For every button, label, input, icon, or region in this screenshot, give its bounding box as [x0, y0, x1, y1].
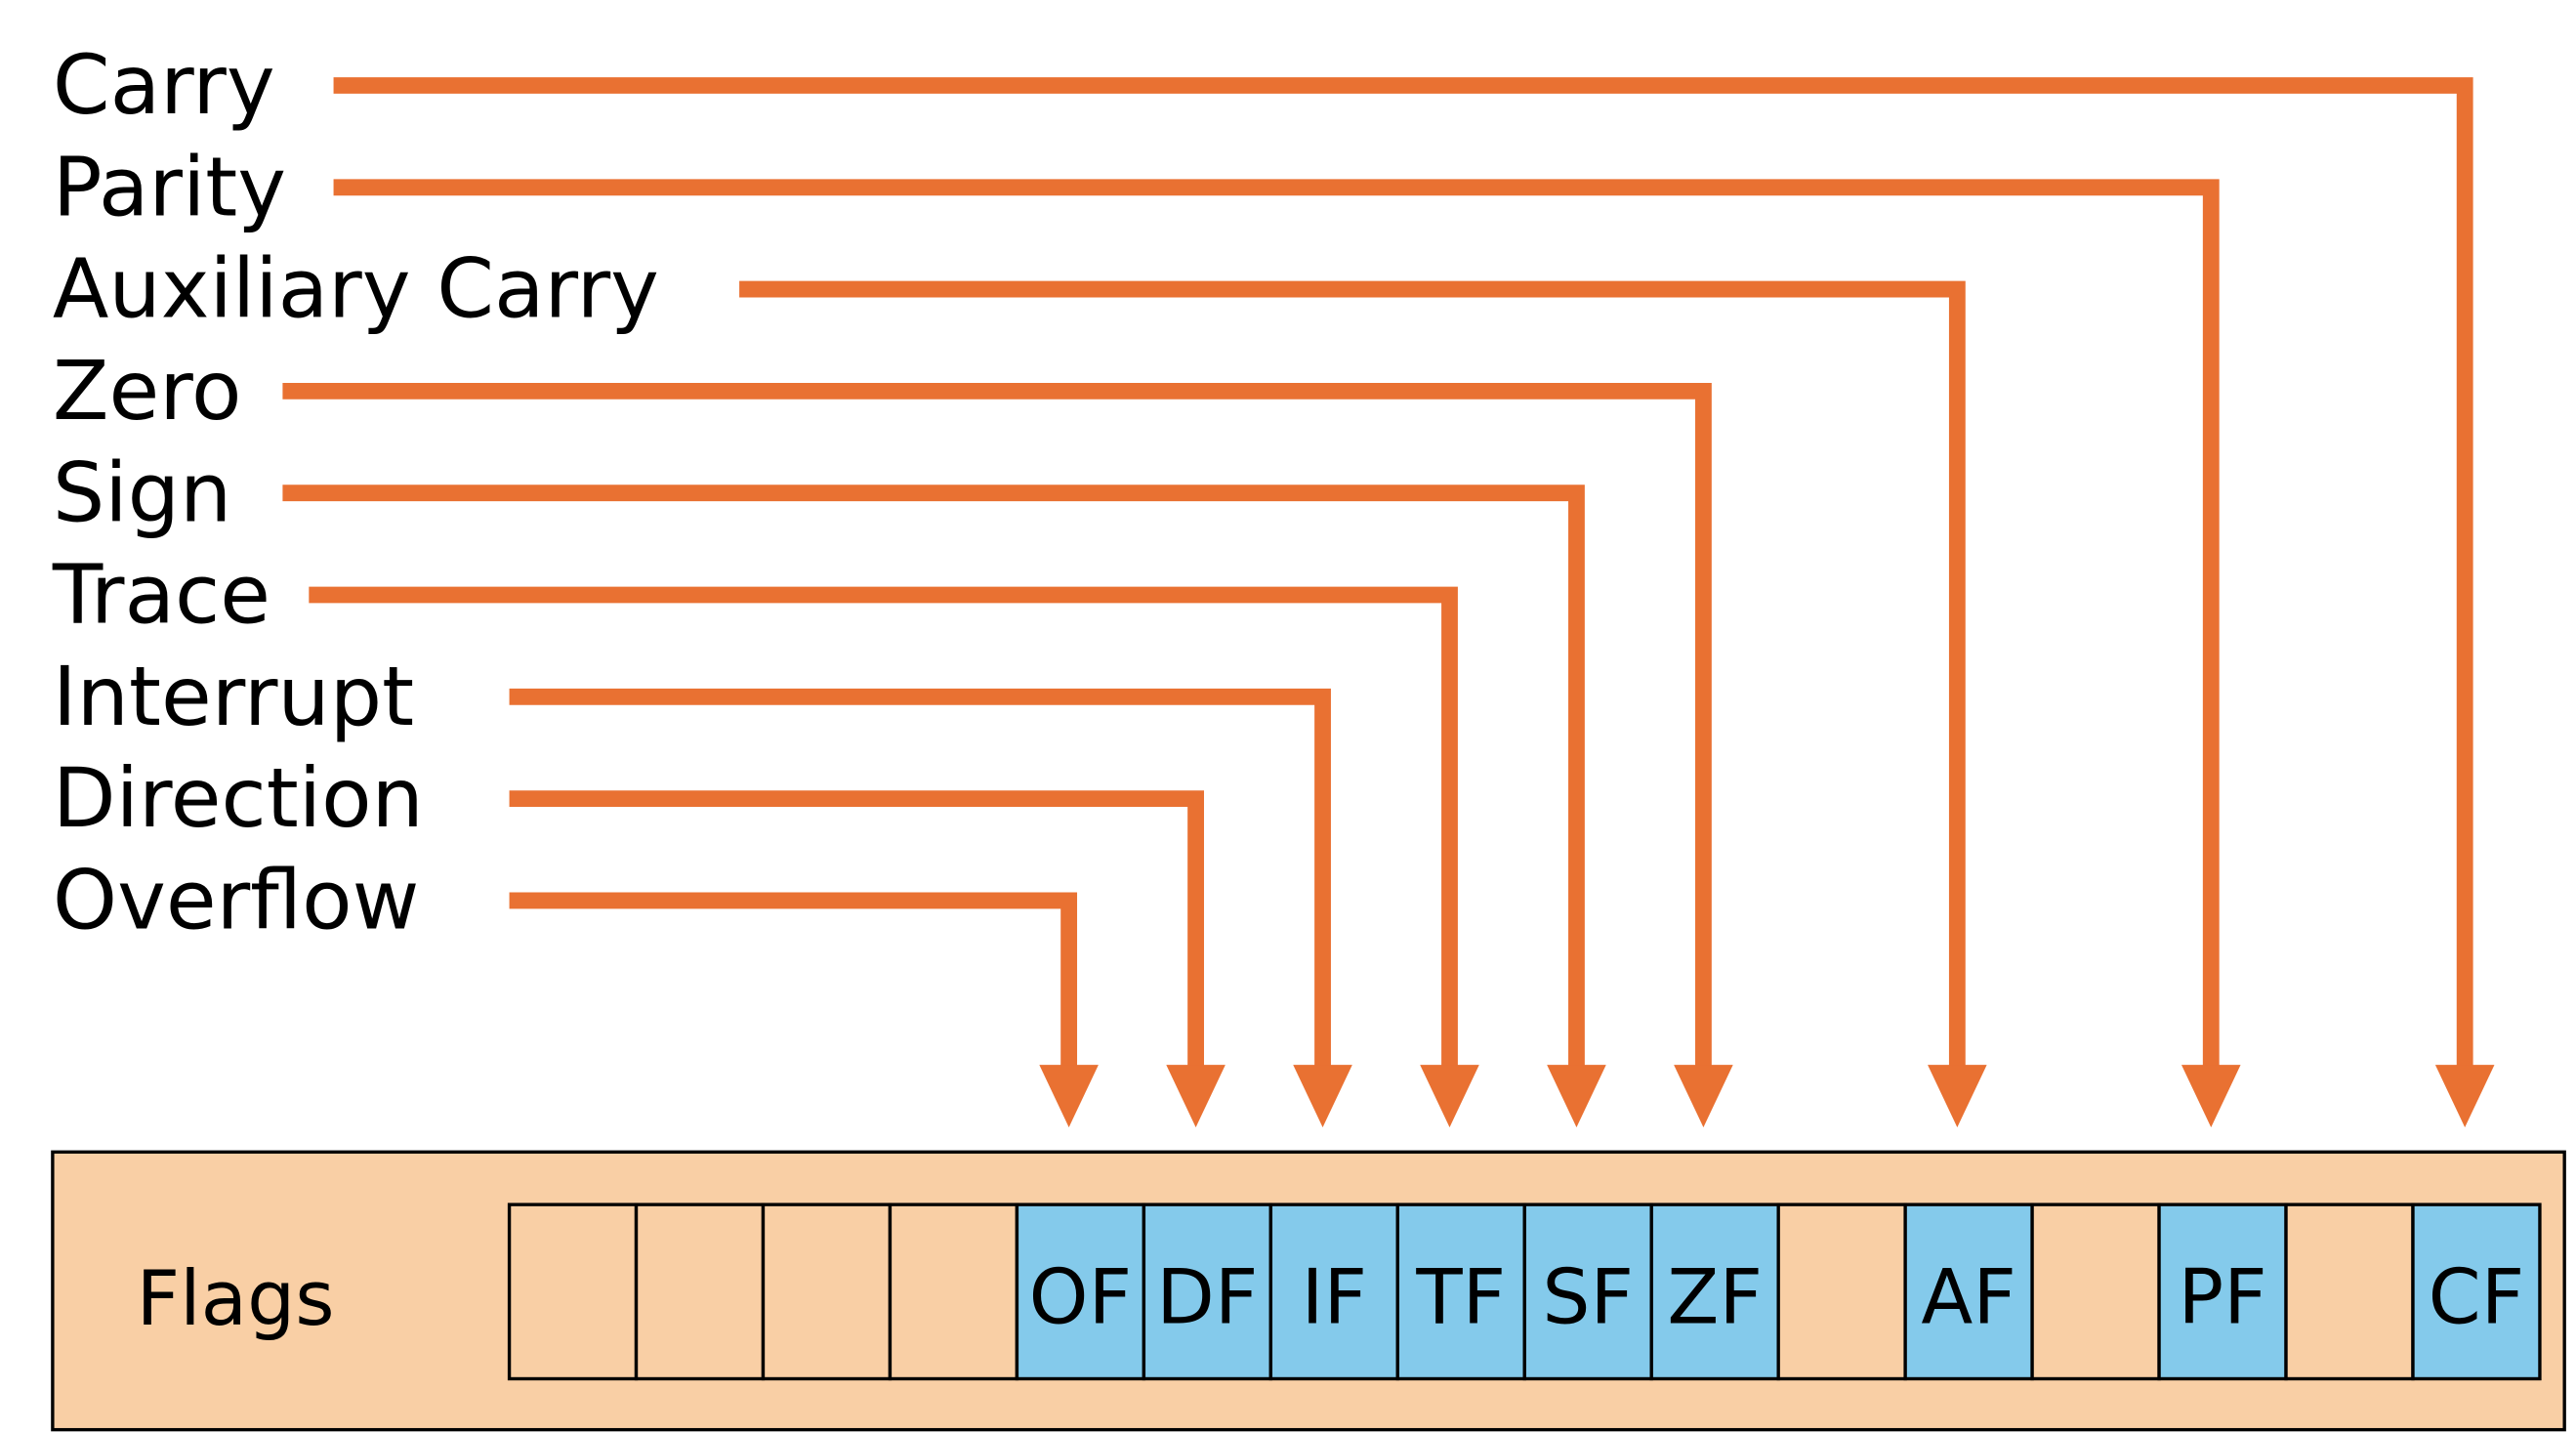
- reserved-cell: [2284, 1202, 2415, 1381]
- flag-cell-label: DF: [1156, 1253, 1258, 1341]
- arrow-head-icon: [1928, 1065, 1987, 1128]
- arrow-head-icon: [1166, 1065, 1226, 1128]
- reserved-cell: [2030, 1202, 2161, 1381]
- flag-cell-if: [1268, 1202, 1399, 1381]
- flag-label-sf: Sign: [53, 444, 231, 540]
- flag-cell-df: [1142, 1202, 1273, 1381]
- flag-cell-label: ZF: [1667, 1253, 1763, 1341]
- reserved-cell: [1776, 1202, 1907, 1381]
- connector-line-cf: [333, 77, 2473, 1072]
- flag-cell-label: IF: [1302, 1253, 1367, 1341]
- connector-line-if: [509, 688, 1331, 1072]
- flag-cell-label: OF: [1029, 1253, 1132, 1341]
- reserved-cell: [888, 1202, 1019, 1381]
- flag-cell-cf: [2411, 1202, 2542, 1381]
- connectors: [282, 77, 2495, 1128]
- flag-cell-label: SF: [1542, 1253, 1634, 1341]
- arrow-head-icon: [1293, 1065, 1352, 1128]
- flag-label-if: Interrupt: [53, 649, 414, 744]
- reserved-cell: [761, 1202, 893, 1381]
- flag-cell-of: [1015, 1202, 1146, 1381]
- flags-title: Flags: [137, 1255, 335, 1343]
- reserved-cell: [507, 1202, 639, 1381]
- arrow-head-icon: [1547, 1065, 1606, 1128]
- flag-cell-tf: [1395, 1202, 1526, 1381]
- connector-line-df: [509, 790, 1204, 1072]
- arrow-head-icon: [1420, 1065, 1479, 1128]
- reserved-cell: [634, 1202, 766, 1381]
- flag-cell-pf: [2157, 1202, 2288, 1381]
- flag-label-pf: Parity: [53, 139, 286, 234]
- flag-label-tf: Trace: [52, 547, 270, 643]
- flag-cell-af: [1903, 1202, 2034, 1381]
- flag-label-df: Direction: [53, 750, 424, 846]
- connector-line-sf: [282, 485, 1585, 1072]
- flag-label-of: Overflow: [53, 853, 420, 948]
- connector-line-pf: [333, 179, 2220, 1072]
- flag-label-af: Auxiliary Carry: [53, 241, 659, 337]
- flag-label-cf: Carry: [53, 37, 275, 133]
- connector-line-af: [739, 280, 1966, 1072]
- arrow-head-icon: [1674, 1065, 1733, 1128]
- connector-line-zf: [282, 382, 1712, 1072]
- connector-line-of: [509, 892, 1078, 1072]
- arrow-head-icon: [2181, 1065, 2241, 1128]
- flag-cell-label: CF: [2429, 1253, 2525, 1341]
- flag-cell-label: PF: [2178, 1253, 2266, 1341]
- arrow-head-icon: [2434, 1065, 2495, 1128]
- connector-line-tf: [309, 586, 1458, 1072]
- flag-label-zf: Zero: [53, 343, 242, 439]
- flag-cell-label: TF: [1415, 1253, 1506, 1341]
- register-cells: OF DF IF TF SF ZF AF PF CF: [507, 1202, 2542, 1381]
- arrow-head-icon: [1039, 1065, 1099, 1128]
- flag-cell-label: AF: [1921, 1253, 2015, 1341]
